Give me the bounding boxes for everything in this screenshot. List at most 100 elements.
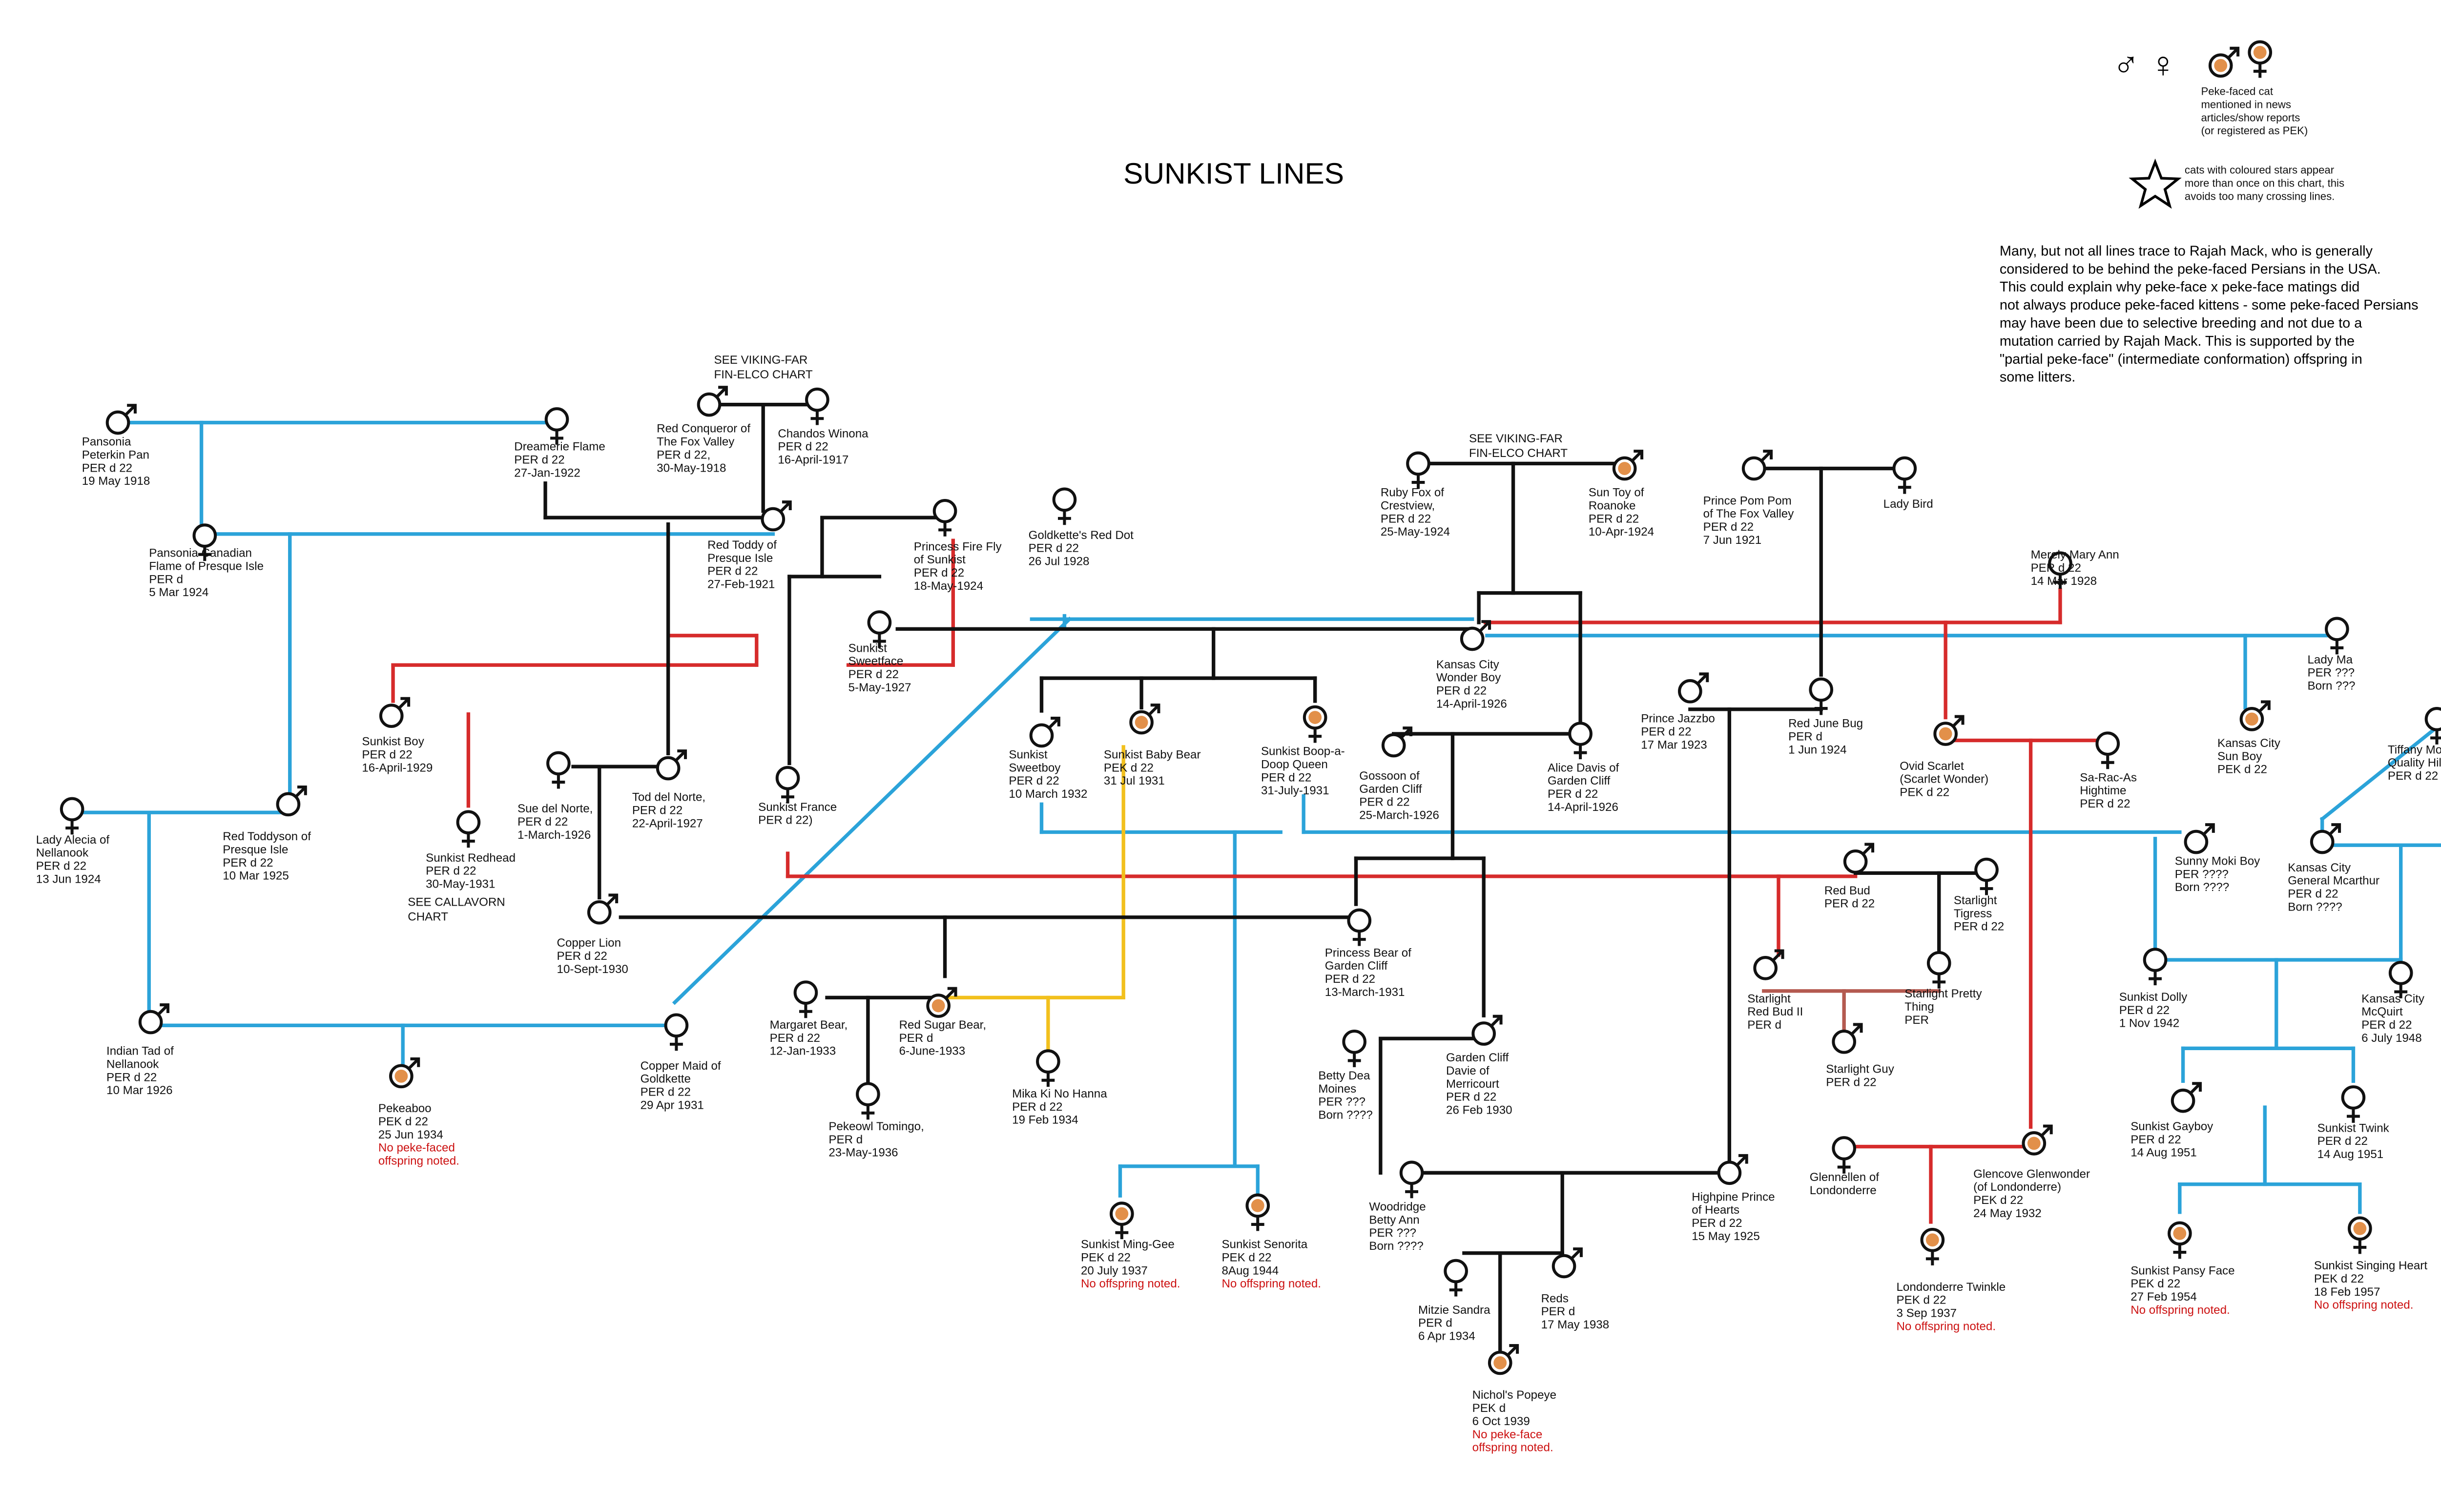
legend-star-line-3: avoids too many crossing lines. [2185, 190, 2335, 202]
cat-label-line: Flame of Presque Isle [149, 560, 264, 573]
male-icon [1029, 717, 1060, 748]
cat-label-line: PER d 22 [1325, 973, 1375, 986]
cat-label-line: Glencove Glenwonder [1973, 1167, 2090, 1181]
legend-peke-line-2: mentioned in news [2201, 98, 2291, 110]
cat-label-line: 13 Jun 1924 [36, 872, 101, 886]
cat-label-line: PEK d 22 [378, 1115, 428, 1128]
cat-label-line: PER d 22 [1359, 796, 1409, 809]
cat-label-line: 15 May 1925 [1692, 1230, 1760, 1243]
cat-label-line: 27-Jan-1922 [514, 466, 580, 479]
legend-peke-line-1: Peke-faced cat [2201, 85, 2273, 98]
callavorn-ref-line-1: SEE CALLAVORN [408, 895, 505, 909]
male-icon [1832, 1023, 1863, 1054]
cat-label-line: 10-Sept-1930 [557, 963, 628, 976]
cat-label-line: Wonder Boy [1436, 671, 1501, 684]
cat-label-line: Sunkist Singing Heart [2314, 1259, 2427, 1272]
legend-plain-symbols: ♂ ♀ [2112, 44, 2176, 85]
cat-label-line: Betty Dea [1318, 1069, 1370, 1082]
cat-label-line: Goldkette's Red Dot [1029, 529, 1134, 542]
cat-label-line: 27 Feb 1954 [2131, 1290, 2197, 1304]
cat-label-line: 18 Feb 1957 [2314, 1285, 2380, 1299]
cat-label-line: Nichol's Popeye [1472, 1388, 1556, 1402]
male-icon [697, 386, 728, 417]
cat-label-line: Pekeaboo [378, 1102, 432, 1115]
cat-label-line: 14 Aug 1951 [2131, 1146, 2197, 1160]
cat-label-line: Davie of [1446, 1064, 1489, 1077]
cat-label-line: 26 Feb 1930 [1446, 1103, 1512, 1117]
cat-label-line: 19 May 1918 [82, 475, 150, 488]
cat-label-line: Presque Isle [707, 552, 773, 565]
cat-label-line: PER d 22 [848, 668, 899, 681]
cat-label-line: Copper Lion [557, 936, 621, 950]
cat-label-line: 14-April-1926 [1548, 801, 1618, 814]
cat-label-line: 3 Sep 1937 [1897, 1306, 1957, 1320]
male-icon [2310, 823, 2341, 854]
cat-label-line: Pansonia Canadian [149, 547, 252, 560]
cat-label-line: of Sunkist [914, 553, 966, 566]
cat-label-line: Starlight Guy [1826, 1063, 1894, 1076]
cat-label-line: Sunkist Baby Bear [1104, 748, 1201, 761]
viking-ref-2-line-2: FIN-ELCO CHART [1469, 447, 1568, 460]
note-line-1: Many, but not all lines trace to Rajah M… [2000, 243, 2373, 259]
female-icon [1347, 908, 1372, 946]
cat-label-line: 5-May-1927 [848, 681, 911, 694]
cat-label-line: Princess Bear of [1325, 946, 1411, 959]
cat-label-line: of Hearts [1692, 1203, 1739, 1217]
cat-label-line: PER d 22 [1009, 774, 1059, 787]
viking-ref-1-line-1: SEE VIKING-FAR [714, 353, 808, 367]
note-line-3: This could explain why peke-face x peke-… [2000, 279, 2359, 295]
cat-label-line: Kansas City [2288, 861, 2351, 874]
peke-female-icon [1245, 1193, 1270, 1231]
cat-label-line: PER d 22 [2080, 797, 2130, 810]
cat-label-line: Born ???? [1318, 1109, 1372, 1122]
cat-label-line: Presque Isle [223, 843, 288, 856]
cat-label-line: Sunkist Redhead [426, 851, 516, 865]
cat-label-line: Chandos Winona [778, 427, 869, 440]
cat-label-line: PER d 22 [2317, 1135, 2368, 1148]
cat-label-line: Sunkist Boy [362, 735, 424, 748]
cat-label-line: PER d 22 [2288, 888, 2338, 901]
female-icon [1809, 677, 1834, 715]
male-icon [1471, 1015, 1503, 1046]
peke-male-icon [389, 1057, 420, 1089]
cat-label-line: PER d [1418, 1317, 1452, 1330]
male-icon [587, 893, 619, 925]
note-line-6: mutation carried by Rajah Mack. This is … [2000, 333, 2355, 349]
cat-label-line: Born ???? [2288, 900, 2342, 913]
female-icon [2388, 961, 2413, 998]
female-icon [2143, 948, 2168, 986]
cat-label-line: 19 Feb 1934 [1012, 1114, 1078, 1127]
cat-label-line: Sun Toy of [1589, 486, 1644, 499]
legend-peke-line-3: articles/show reports [2201, 111, 2300, 124]
cat-label-line: 14 Mar 1928 [2031, 575, 2097, 588]
peke-male-icon [1129, 704, 1160, 735]
cat-label-line: PER d 22, [657, 448, 710, 461]
female-icon [867, 610, 892, 648]
chart-title: SUNKIST LINES [1123, 157, 1344, 190]
cat-label-line: 1 Nov 1942 [2119, 1017, 2179, 1030]
cat-label-line: Londonderre Twinkle [1897, 1281, 2006, 1294]
cat-label-line: PEK d [1472, 1402, 1506, 1415]
cat-label-line: 25-March-1926 [1359, 809, 1439, 822]
cat-label-line: Red Bud [1824, 884, 1870, 897]
peke-male-icon [1933, 715, 1965, 746]
cat-label-line: Sunkist [848, 642, 887, 655]
female-icon [1342, 1030, 1366, 1067]
cat-label-line: Peterkin Pan [82, 448, 149, 461]
cat-label-line: Sunkist [1009, 748, 1047, 761]
cat-label-line: Woodridge [1369, 1200, 1426, 1213]
female-icon [664, 1013, 689, 1051]
cat-label-line: Indian Tad of [106, 1045, 174, 1058]
